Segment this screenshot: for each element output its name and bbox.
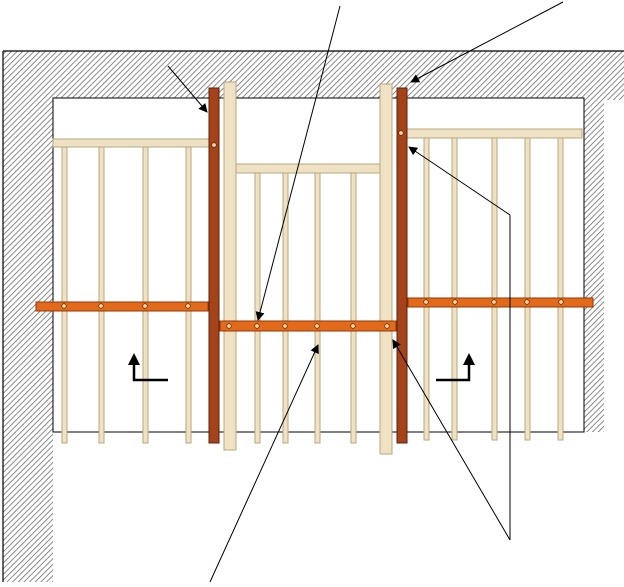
center-joist xyxy=(254,172,261,444)
right-joist xyxy=(557,137,564,441)
center-joist xyxy=(350,172,357,444)
center-ledger-bar xyxy=(219,320,397,332)
right-joist xyxy=(451,137,458,441)
center-joist xyxy=(314,172,321,444)
callout-right-rim xyxy=(408,146,511,216)
hatched-wall xyxy=(2,50,624,582)
right-ledger-bar xyxy=(407,297,594,308)
section-marker-left xyxy=(128,353,168,382)
callout-right-bar-end xyxy=(392,339,511,541)
callout-left-post xyxy=(167,65,208,113)
center-left-column xyxy=(223,81,237,451)
callout-lines xyxy=(167,1,564,583)
callout-center-bar-bottom xyxy=(209,344,319,583)
left-ledger-bar xyxy=(35,301,209,312)
right-joist xyxy=(491,137,498,441)
bolts xyxy=(61,130,564,329)
right-joist xyxy=(423,137,430,441)
right-joist-panel xyxy=(397,128,583,441)
left-joist xyxy=(98,146,105,444)
center-rim-beam xyxy=(235,163,381,174)
center-joist-panel xyxy=(223,81,393,455)
callout-right-post xyxy=(410,1,564,83)
right-joist xyxy=(524,137,531,441)
center-joist xyxy=(282,172,289,444)
left-rim-beam xyxy=(52,138,214,148)
left-steel-post xyxy=(208,87,220,444)
center-right-column xyxy=(379,83,393,455)
callout-center-bar-top xyxy=(255,5,341,321)
right-steel-post xyxy=(396,87,408,444)
left-joist xyxy=(61,146,68,444)
left-joist xyxy=(142,146,149,444)
left-joist-panel xyxy=(52,138,214,444)
right-rim-beam xyxy=(397,128,583,139)
section-marker-right xyxy=(436,353,475,382)
left-joist xyxy=(185,146,192,444)
